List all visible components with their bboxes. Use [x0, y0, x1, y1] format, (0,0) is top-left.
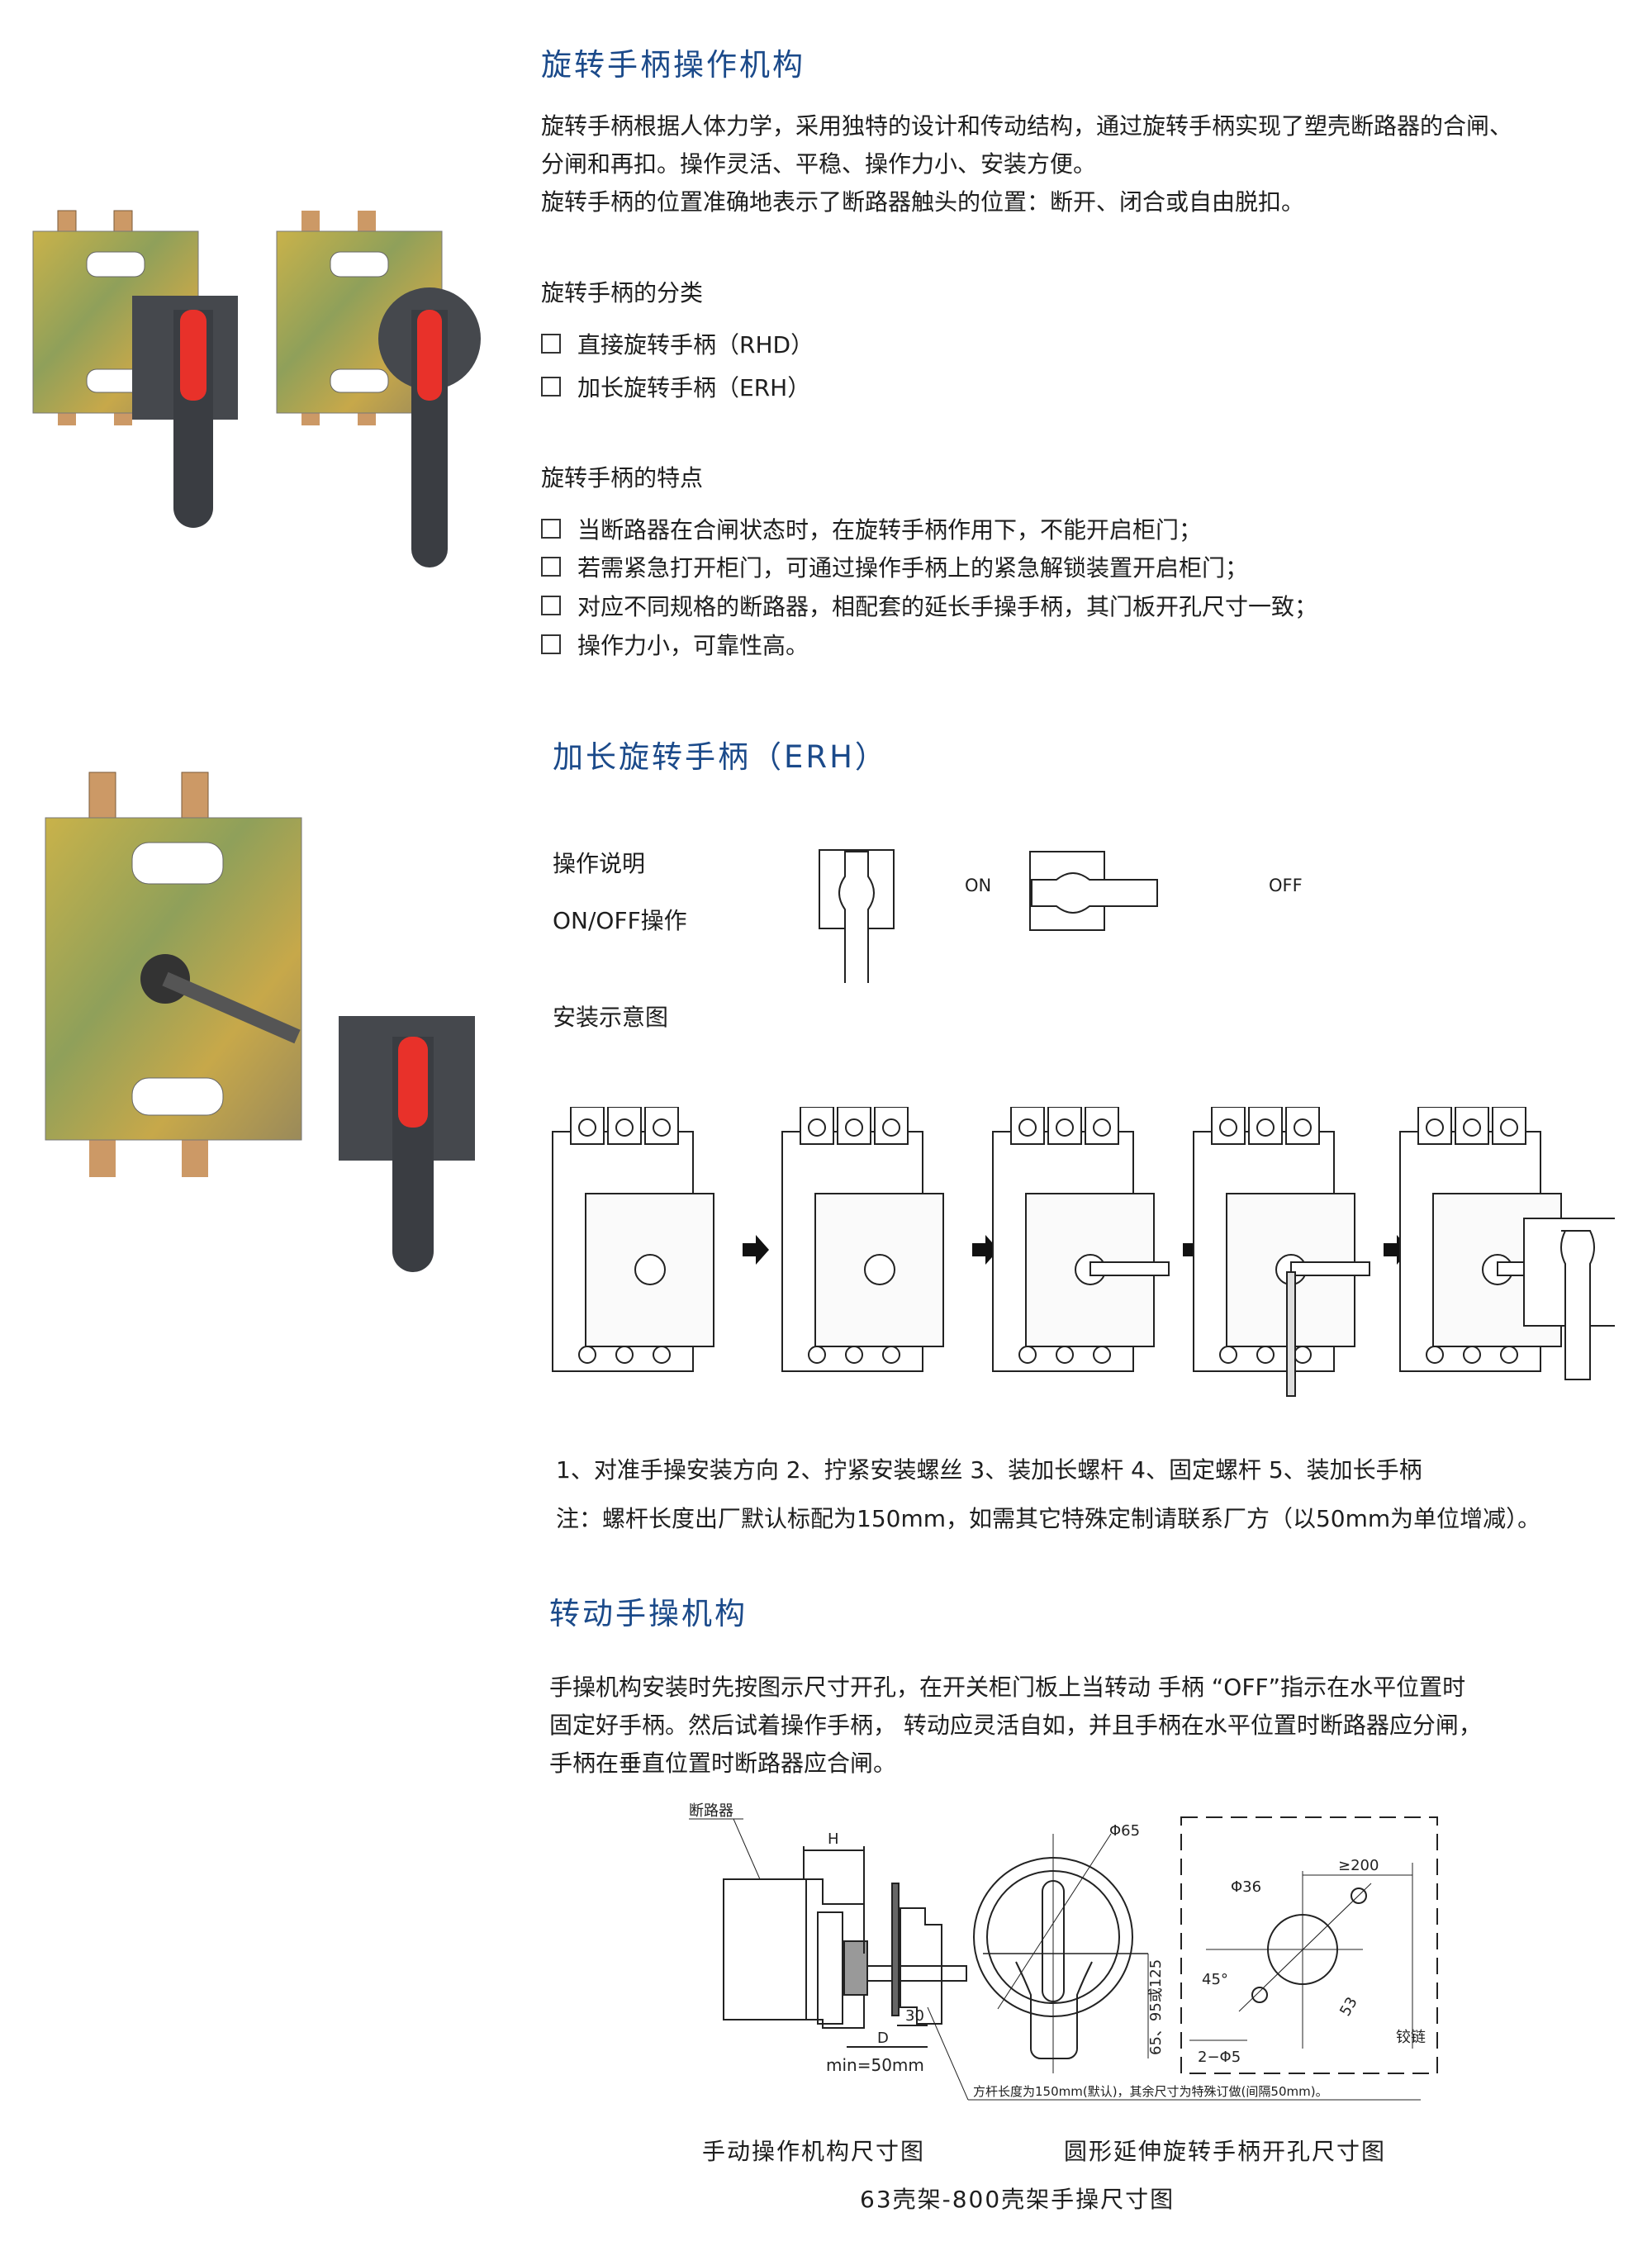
arrow-right-icon — [743, 1235, 769, 1265]
section-title-manual-mechanism: 转动手操机构 — [549, 1596, 748, 1631]
install-note: 注：螺杆长度出厂默认标配为150mm，如需其它特殊定制请联系厂方（以50mm为单… — [556, 1505, 1541, 1532]
install-step-4 — [1193, 1107, 1370, 1397]
label-hinge: 铰链 — [1396, 2029, 1426, 2046]
handle-erh — [339, 1016, 475, 1272]
checkbox-bullet-icon — [541, 334, 561, 354]
label-ge200: ≥200 — [1338, 1857, 1379, 1874]
checkbox-bullet-icon — [541, 519, 561, 539]
checkbox-bullet-icon — [541, 377, 561, 396]
manual-mechanism-drawing — [689, 1818, 1421, 2101]
label-d: D — [877, 2030, 889, 2047]
features-heading: 旋转手柄的特点 — [541, 464, 704, 491]
feature-label: 对应不同规格的断路器，相配套的延长手操手柄，其门板开孔尺寸一致； — [577, 593, 1318, 620]
installation-steps-diagram — [552, 1107, 1615, 1397]
install-steps-text: 1、对准手操安装方向 2、拧紧安装螺丝 3、装加长螺杆 4、固定螺杆 5、装加长… — [556, 1456, 1422, 1484]
label-breaker: 断路器 — [689, 1802, 733, 1820]
onoff-label: ON/OFF操作 — [553, 907, 687, 934]
switch-off-icon — [1029, 851, 1158, 931]
door-cutout-drawing — [1180, 1816, 1438, 2074]
label-height: 65、95或125 — [1147, 1959, 1165, 2055]
install-step-3 — [992, 1107, 1170, 1372]
paragraph-line: 固定好手柄。然后试着操作手柄， 转动应灵活自如，并且手柄在水平位置时断路器应分闸… — [549, 1712, 1482, 1739]
feature-item: 操作力小，可靠性高。 — [541, 628, 809, 661]
paragraph-line: 手柄在垂直位置时断路器应合闸。 — [549, 1750, 897, 1777]
type-label: 加长旋转手柄（ERH） — [577, 374, 811, 401]
paragraph-line: 旋转手柄的位置准确地表示了断路器触头的位置：断开、闭合或自由脱扣。 — [541, 188, 1305, 216]
feature-item: 对应不同规格的断路器，相配套的延长手操手柄，其门板开孔尺寸一致； — [541, 589, 1317, 622]
label-min: min=50mm — [826, 2055, 924, 2075]
label-d30: 30 — [905, 2007, 924, 2025]
types-heading: 旋转手柄的分类 — [541, 279, 704, 306]
type-item: 加长旋转手柄（ERH） — [541, 370, 810, 403]
label-phi36: Φ36 — [1231, 1878, 1261, 1896]
feature-label: 若需紧急打开柜门，可通过操作手柄上的紧急解锁装置开启柜门； — [577, 554, 1249, 582]
paragraph-line: 手操机构安装时先按图示尺寸开孔，在开关柜门板上当转动 手柄 “OFF”指示在水平… — [549, 1674, 1466, 1701]
section-title-erh: 加长旋转手柄（ERH） — [553, 739, 888, 775]
dimension-drawings: 断路器 H 30 D min=50mm Φ65 65、95或125 ≥200 Φ… — [689, 1802, 1438, 2101]
feature-label: 当断路器在合闸状态时，在旋转手柄作用下，不能开启柜门； — [577, 516, 1203, 544]
off-label: OFF — [1269, 876, 1303, 895]
extension-rod — [162, 971, 301, 1044]
install-step-5 — [1399, 1107, 1615, 1380]
operation-label: 操作说明 — [553, 850, 646, 877]
caption-manual-mechanism: 手动操作机构尺寸图 — [702, 2138, 926, 2165]
product-photo-rhd-erh — [32, 210, 481, 567]
label-holes: 2−Φ5 — [1198, 2049, 1241, 2066]
mechanism-paragraph: 手操机构安装时先按图示尺寸开孔，在开关柜门板上当转动 手柄 “OFF”指示在水平… — [549, 1669, 1482, 1783]
type-label: 直接旋转手柄（RHD） — [577, 331, 814, 359]
checkbox-bullet-icon — [541, 557, 561, 577]
caption-main: 63壳架-800壳架手操尺寸图 — [860, 2186, 1175, 2213]
label-phi65: Φ65 — [1109, 1822, 1140, 1840]
handle-erh-round — [378, 287, 481, 567]
paragraph-line: 分闸和再扣。操作灵活、平稳、操作力小、安装方便。 — [541, 150, 1097, 178]
install-step-1 — [552, 1107, 714, 1372]
feature-item: 若需紧急打开柜门，可通过操作手柄上的紧急解锁装置开启柜门； — [541, 550, 1248, 583]
type-item: 直接旋转手柄（RHD） — [541, 327, 814, 360]
rod-length-note: 方杆长度为150mm(默认)，其余尺寸为特殊订做(间隔50mm)。 — [973, 2084, 1328, 2099]
switch-on-icon — [819, 849, 895, 983]
label-53: 53 — [1336, 1994, 1361, 2019]
install-step-2 — [781, 1107, 944, 1372]
caption-round-handle: 圆形延伸旋转手柄开孔尺寸图 — [1064, 2138, 1387, 2165]
paragraph-line: 旋转手柄根据人体力学，采用独特的设计和传动结构，通过旋转手柄实现了塑壳断路器的合… — [541, 112, 1513, 140]
checkbox-bullet-icon — [541, 634, 561, 654]
section-title-rotary-handle: 旋转手柄操作机构 — [541, 47, 805, 83]
on-label: ON — [965, 876, 992, 895]
product-photo-erh — [45, 772, 475, 1272]
label-angle: 45° — [1202, 1971, 1228, 1988]
feature-label: 操作力小，可靠性高。 — [577, 632, 809, 659]
label-h: H — [828, 1831, 839, 1848]
install-label: 安装示意图 — [553, 1004, 669, 1031]
round-handle-drawing — [973, 1833, 1149, 2073]
switch-position-diagrams — [819, 849, 1158, 983]
intro-paragraph: 旋转手柄根据人体力学，采用独特的设计和传动结构，通过旋转手柄实现了塑壳断路器的合… — [541, 107, 1512, 221]
handle-rhd — [132, 296, 238, 528]
feature-item: 当断路器在合闸状态时，在旋转手柄作用下，不能开启柜门； — [541, 512, 1202, 545]
checkbox-bullet-icon — [541, 596, 561, 615]
